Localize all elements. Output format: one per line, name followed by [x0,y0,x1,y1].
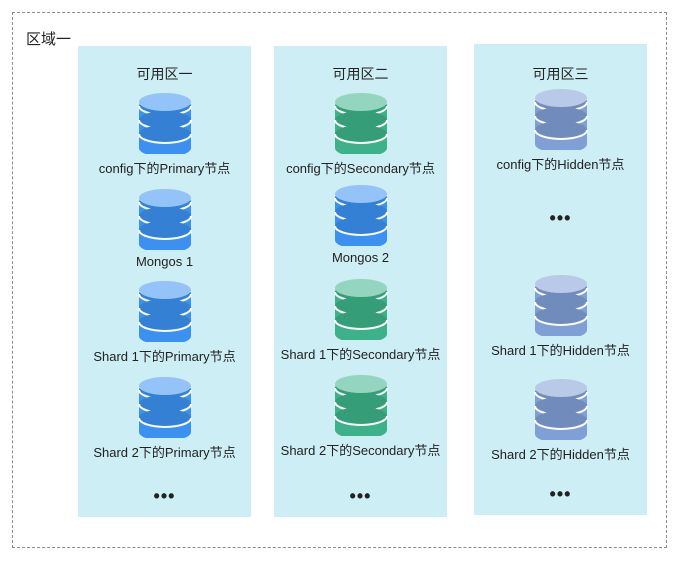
node-config-primary: config下的Primary节点 [78,92,251,182]
node-label: config下的Secondary节点 [286,161,435,176]
node-shard1-secondary: Shard 1下的Secondary节点 [274,278,447,368]
region-label: 区域一 [26,31,72,48]
database-icon [333,279,388,340]
node-label: config下的Hidden节点 [496,157,625,172]
node-shard1-primary: Shard 1下的Primary节点 [78,280,251,370]
more-ellipsis: ••• [153,486,176,506]
node-label: Shard 2下的Hidden节点 [491,447,630,462]
node-label: Shard 1下的Primary节点 [93,349,236,364]
node-shard1-hidden: Shard 1下的Hidden节点 [474,274,647,364]
database-icon [333,93,388,154]
database-icon [137,377,192,438]
database-icon [333,375,388,436]
more-ellipsis: ••• [549,208,572,228]
node-shard2-secondary: Shard 2下的Secondary节点 [274,374,447,464]
node-label: Shard 2下的Primary节点 [93,445,236,460]
node-label: Shard 1下的Secondary节点 [280,347,441,362]
database-icon [333,185,388,246]
region-boundary [12,12,667,548]
node-label: Shard 2下的Secondary节点 [280,443,441,458]
node-mongos-2: Mongos 2 [274,184,447,274]
node-label: Mongos 2 [331,250,390,265]
node-shard2-primary: Shard 2下的Primary节点 [78,376,251,466]
node-label: Shard 1下的Hidden节点 [491,343,630,358]
node-mongos-1: Mongos 1 [78,188,251,278]
node-config-secondary: config下的Secondary节点 [274,92,447,182]
database-icon [533,89,588,150]
zone-title: 可用区一 [136,66,193,82]
node-config-hidden: config下的Hidden节点 [474,88,647,178]
node-shard2-hidden: Shard 2下的Hidden节点 [474,378,647,468]
database-icon [137,189,192,250]
database-icon [533,275,588,336]
availability-zone-2: 可用区二 config下的Secondary节点 Mongos 2 Shard … [274,46,447,517]
node-label: Mongos 1 [135,254,194,269]
more-ellipsis: ••• [349,486,372,506]
node-label: config下的Primary节点 [98,161,231,176]
database-icon [137,281,192,342]
more-ellipsis: ••• [549,484,572,504]
zone-title: 可用区二 [332,66,389,82]
availability-zone-3: 可用区三 config下的Hidden节点 ••• Shard 1下的Hidde… [474,44,647,515]
database-icon [137,93,192,154]
availability-zone-1: 可用区一 config下的Primary节点 Mongos 1 Shard 1下… [78,46,251,517]
database-icon [533,379,588,440]
zone-title: 可用区三 [532,66,589,82]
